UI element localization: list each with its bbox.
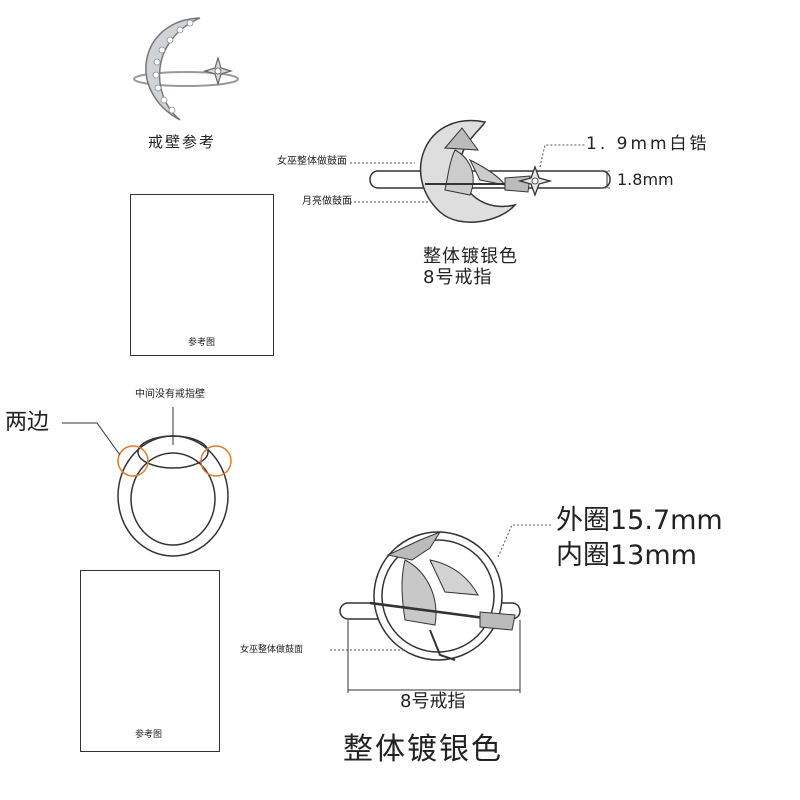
outer-diameter-label: 外圈15.7mm	[556, 505, 723, 536]
side-view-leaders	[62, 407, 174, 456]
bottom-size-label: 8号戒指	[400, 691, 466, 712]
band-width-label: 1.8mm	[617, 170, 674, 189]
size-dimension-lines	[347, 620, 521, 693]
moon-domed-label: 月亮做鼓面	[302, 196, 352, 207]
ring-wall-reference-caption: 戒壁参考	[148, 133, 217, 151]
no-ring-wall-label: 中间没有戒指壁	[135, 389, 205, 400]
inner-diameter-label: 内圈13mm	[556, 540, 697, 571]
top-leader-lines	[350, 144, 612, 203]
top-size-label: 8号戒指	[423, 267, 493, 288]
pendant-reference-caption-2: 参考图	[135, 730, 163, 740]
ring-side-view	[117, 435, 232, 557]
bottom-finish-label: 整体镀银色	[343, 732, 503, 767]
witch-domed-label: 女巫整体做鼓面	[277, 156, 347, 167]
witch-ring-drawing	[339, 530, 521, 661]
moon-ring-reference-image	[133, 17, 239, 121]
top-finish-label: 整体镀银色	[423, 246, 518, 267]
bottom-witch-domed-label: 女巫整体做鼓面	[240, 645, 304, 655]
moon-witch-ring-drawing	[369, 119, 611, 223]
pendant-reference-frame-2: 参考图	[80, 570, 220, 752]
bottom-leader-lines	[330, 524, 552, 651]
both-sides-label: 两边	[5, 410, 50, 435]
pendant-reference-caption-1: 参考图	[188, 338, 216, 348]
pendant-reference-frame-1: 参考图	[130, 194, 274, 356]
stone-size-label: 1. 9mm白锆	[586, 134, 710, 154]
